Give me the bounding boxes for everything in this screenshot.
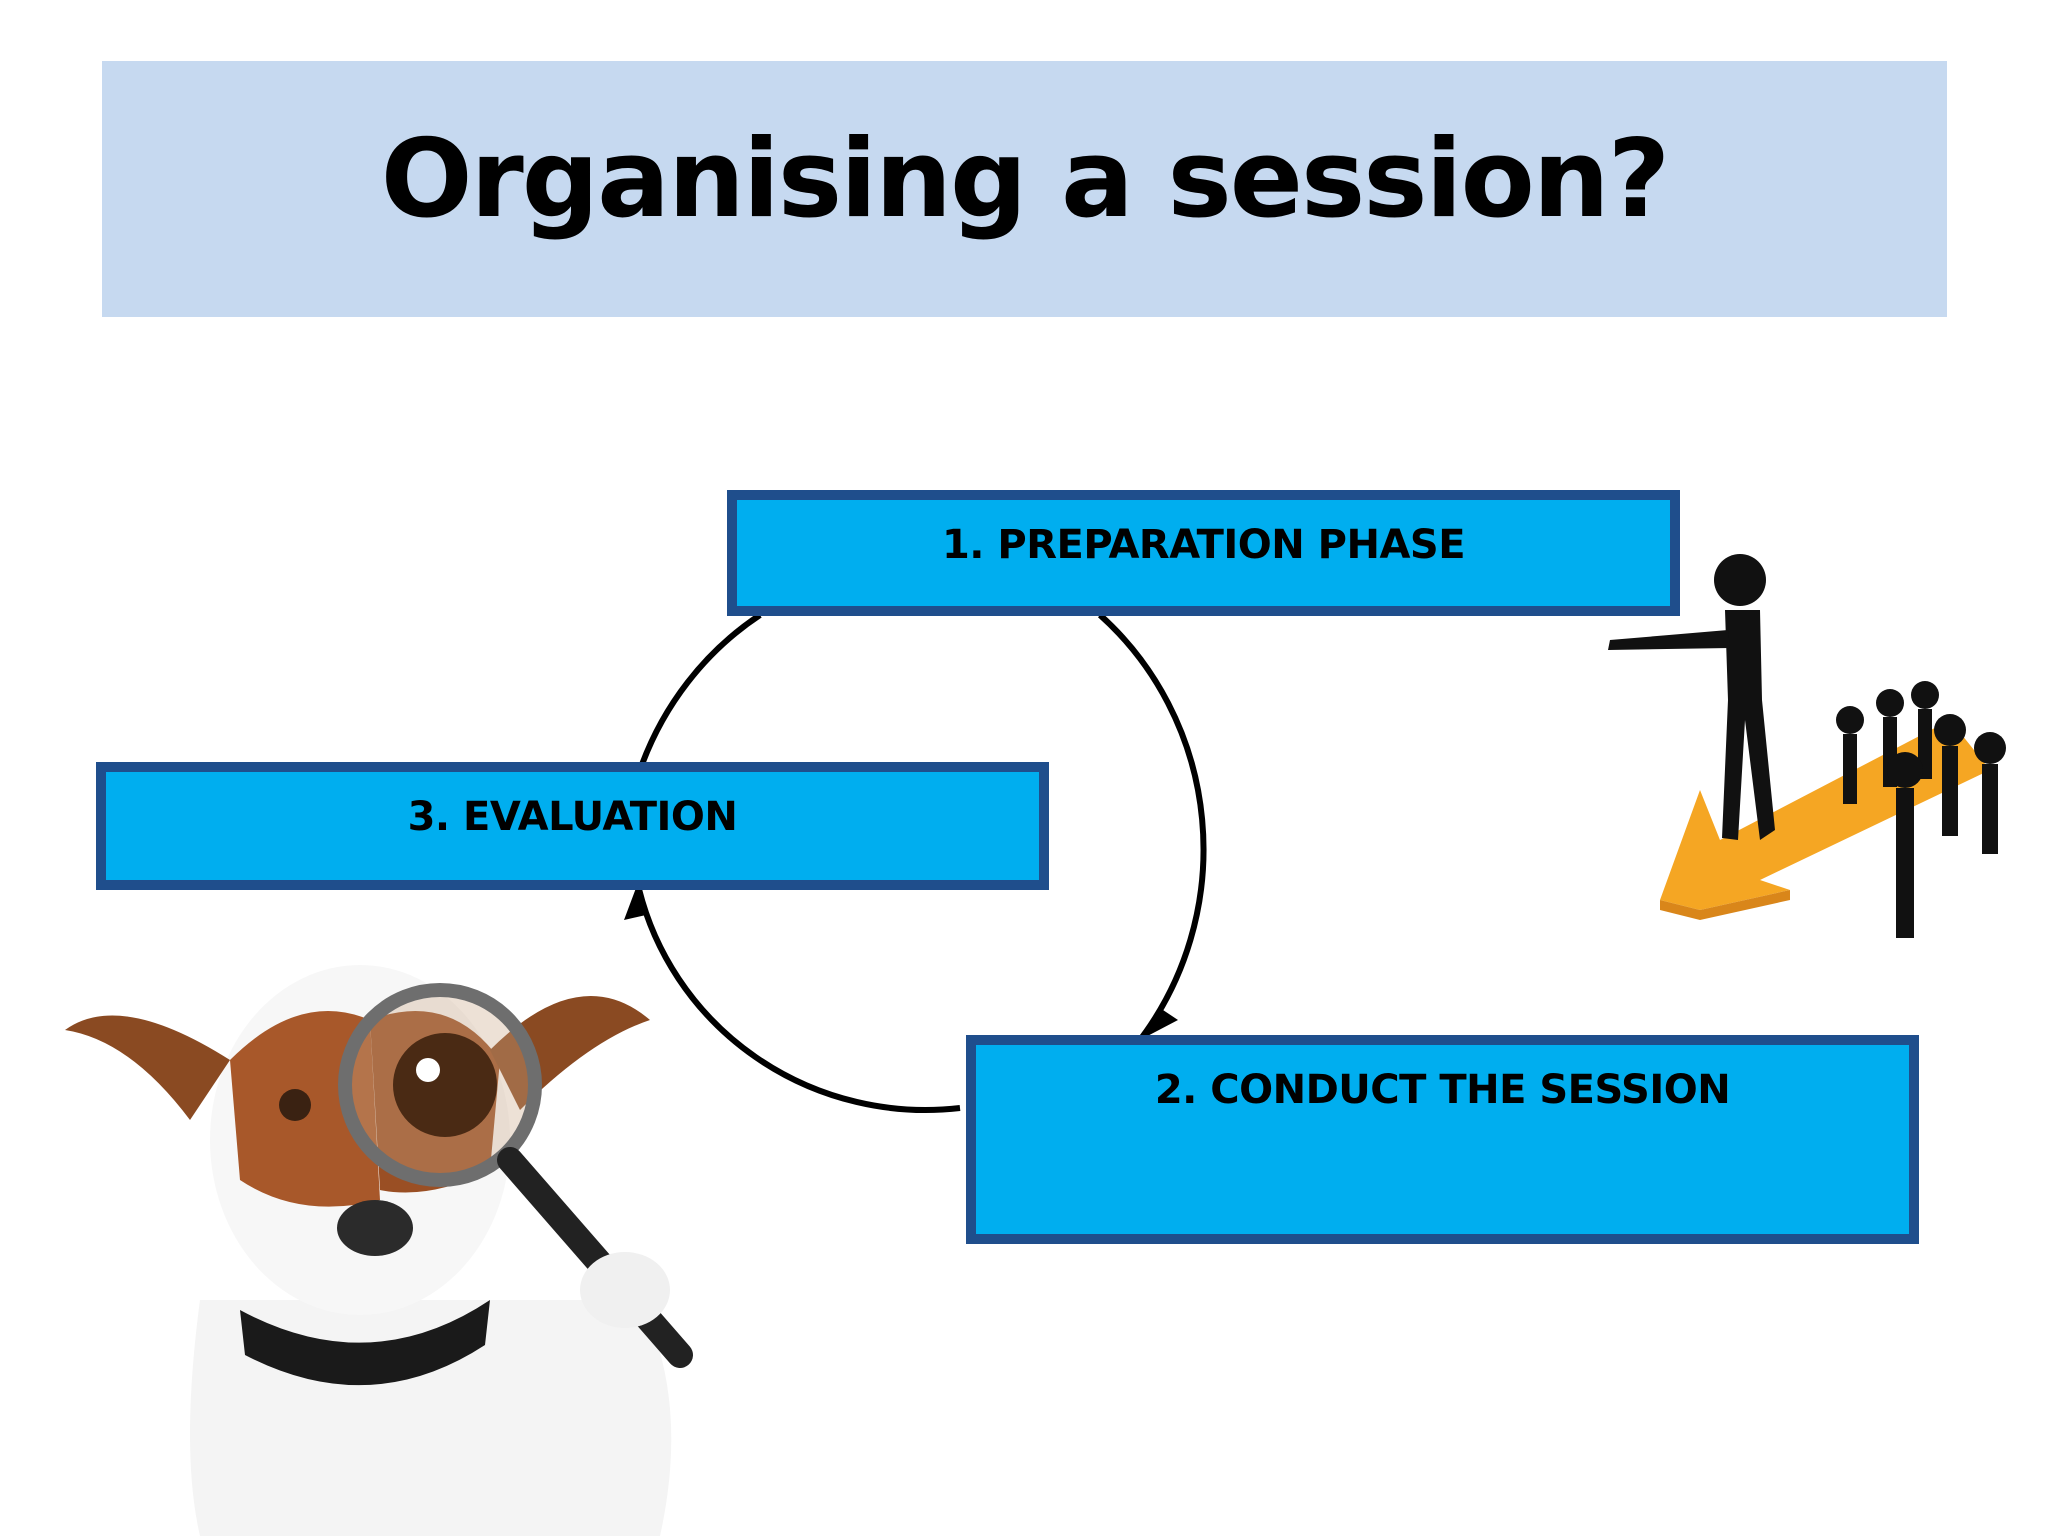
slide-title: Organising a session? (380, 116, 1671, 242)
phase-box-preparation: 1. PREPARATION PHASE (727, 490, 1680, 616)
phase-box-conduct: 2. CONDUCT THE SESSION (966, 1035, 1919, 1244)
cycle-arc (635, 612, 1207, 1113)
phase-box-evaluation: 3. EVALUATION (96, 762, 1049, 890)
arrowhead-to-evaluation (624, 888, 646, 920)
phase-label-evaluation: 3. EVALUATION (407, 794, 738, 840)
phase-label-preparation: 1. PREPARATION PHASE (941, 522, 1466, 568)
arrowhead-to-conduct (1140, 1008, 1178, 1040)
title-banner: Organising a session? (102, 61, 1947, 317)
phase-label-conduct: 2. CONDUCT THE SESSION (1154, 1067, 1731, 1113)
